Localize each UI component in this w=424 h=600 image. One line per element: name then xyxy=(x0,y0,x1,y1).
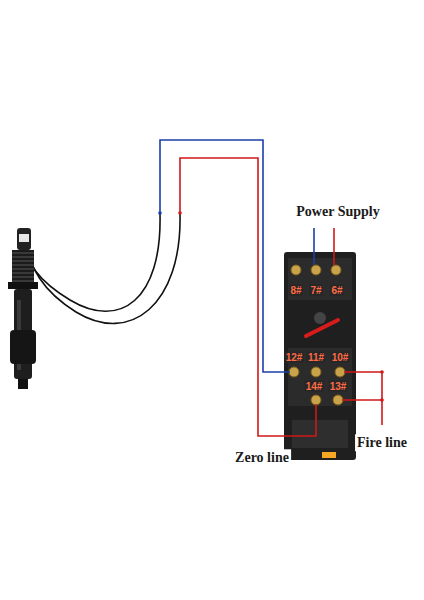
relay-socket xyxy=(284,252,356,460)
pin-number: 13# xyxy=(329,381,348,392)
wire-label: Zero line xyxy=(233,449,291,466)
pin-number: 6# xyxy=(330,285,343,296)
sensor-wires xyxy=(22,214,180,323)
wiring-lines xyxy=(160,140,382,436)
float-switch xyxy=(8,228,38,389)
pin-number: 11# xyxy=(307,352,325,363)
wire-label: Fire line xyxy=(355,434,409,451)
pin-number: 7# xyxy=(309,285,322,296)
pin-number: 14# xyxy=(305,381,324,392)
pin-number: 10# xyxy=(331,352,350,363)
pin-number: 12# xyxy=(285,352,304,363)
junction-dots xyxy=(380,370,384,402)
heading-label: Power Supply xyxy=(294,203,381,220)
pin-number: 8# xyxy=(289,285,302,296)
